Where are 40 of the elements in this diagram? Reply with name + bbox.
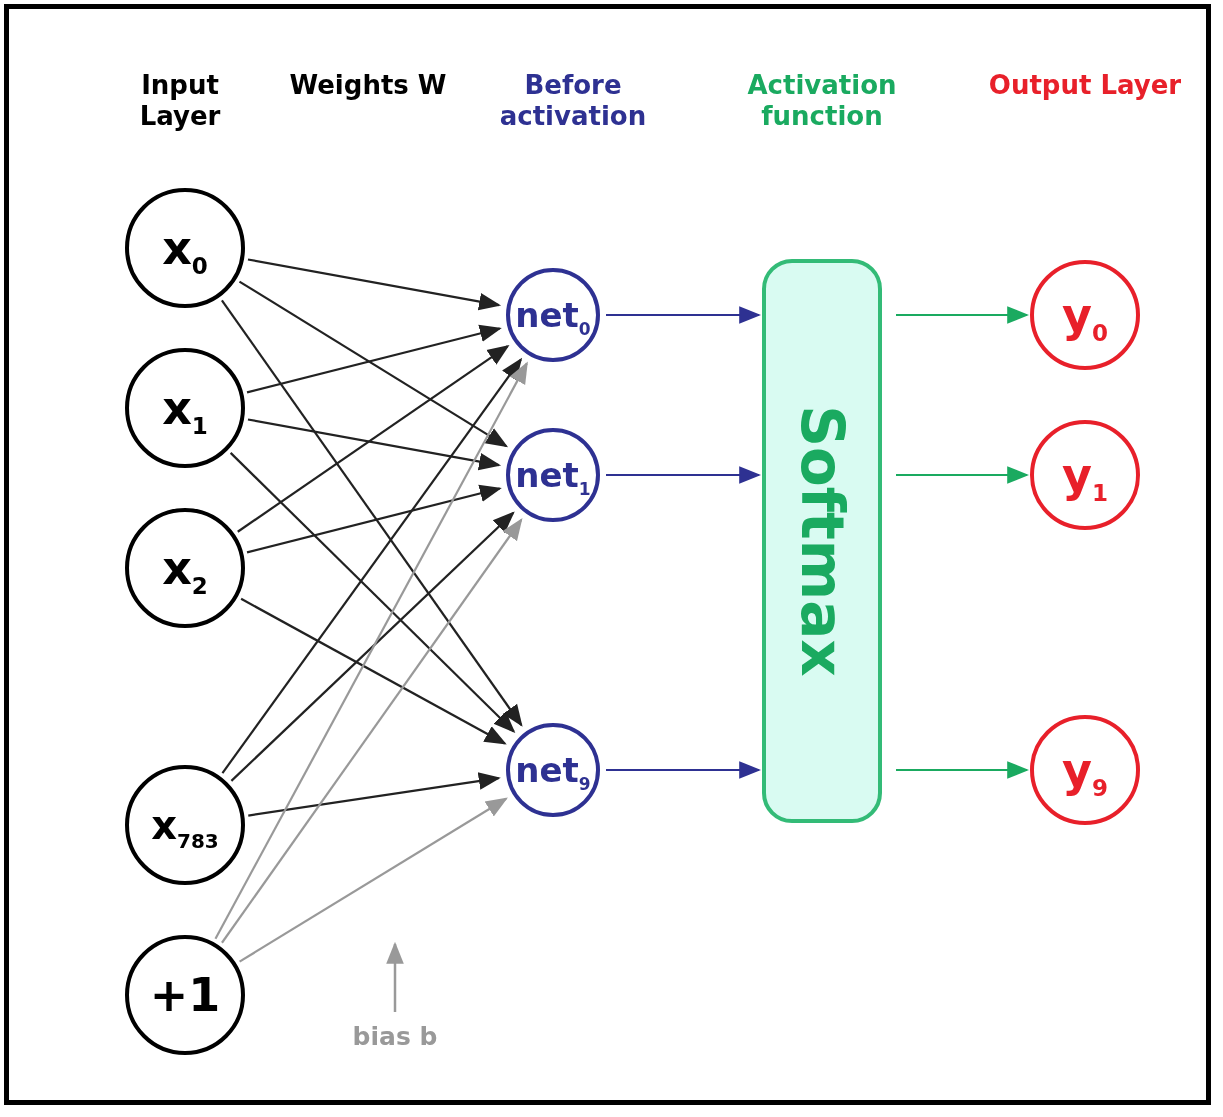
softmax-label: Softmax xyxy=(788,405,856,677)
neuron-label: y$_{0}$ xyxy=(1062,288,1108,342)
arrow xyxy=(214,361,528,940)
arrow xyxy=(896,761,1030,779)
arrow xyxy=(237,344,510,533)
neuron-label: net$_{9}$ xyxy=(515,750,591,790)
neuron-label: x$_{1}$ xyxy=(162,381,208,435)
neuron-label: y$_{9}$ xyxy=(1062,743,1108,797)
arrow xyxy=(606,466,762,484)
neuron-label: net$_{1}$ xyxy=(515,455,591,495)
neuron-label: x$_{0}$ xyxy=(162,221,208,275)
neuron-label: +1 xyxy=(149,968,221,1022)
neuron-label: x$_{2}$ xyxy=(162,541,208,595)
arrow xyxy=(221,299,523,727)
column-header: Activation function xyxy=(746,70,898,133)
arrow xyxy=(238,280,509,448)
softmax-box xyxy=(762,259,882,823)
arrow xyxy=(221,357,523,774)
bias-label: bias b xyxy=(352,1022,438,1052)
arrow xyxy=(896,466,1030,484)
neuron-label: net$_{0}$ xyxy=(515,295,591,335)
arrow xyxy=(247,258,502,311)
arrow xyxy=(248,772,501,817)
arrow xyxy=(246,324,502,394)
arrow xyxy=(606,306,762,324)
arrow xyxy=(221,518,523,944)
column-header: Before activation xyxy=(498,70,648,133)
arrow xyxy=(240,597,507,745)
arrow xyxy=(606,761,762,779)
column-header: Output Layer xyxy=(987,70,1183,102)
neuron-label: x$_{783}$ xyxy=(151,802,219,848)
arrow xyxy=(239,797,508,963)
column-header: Weights W xyxy=(288,70,448,102)
arrow xyxy=(896,306,1030,324)
arrow xyxy=(246,484,502,554)
column-header: Input Layer xyxy=(138,70,222,133)
neuron-label: y$_{1}$ xyxy=(1062,448,1108,502)
arrow xyxy=(247,418,502,471)
arrow xyxy=(230,511,515,782)
arrow xyxy=(229,452,516,733)
